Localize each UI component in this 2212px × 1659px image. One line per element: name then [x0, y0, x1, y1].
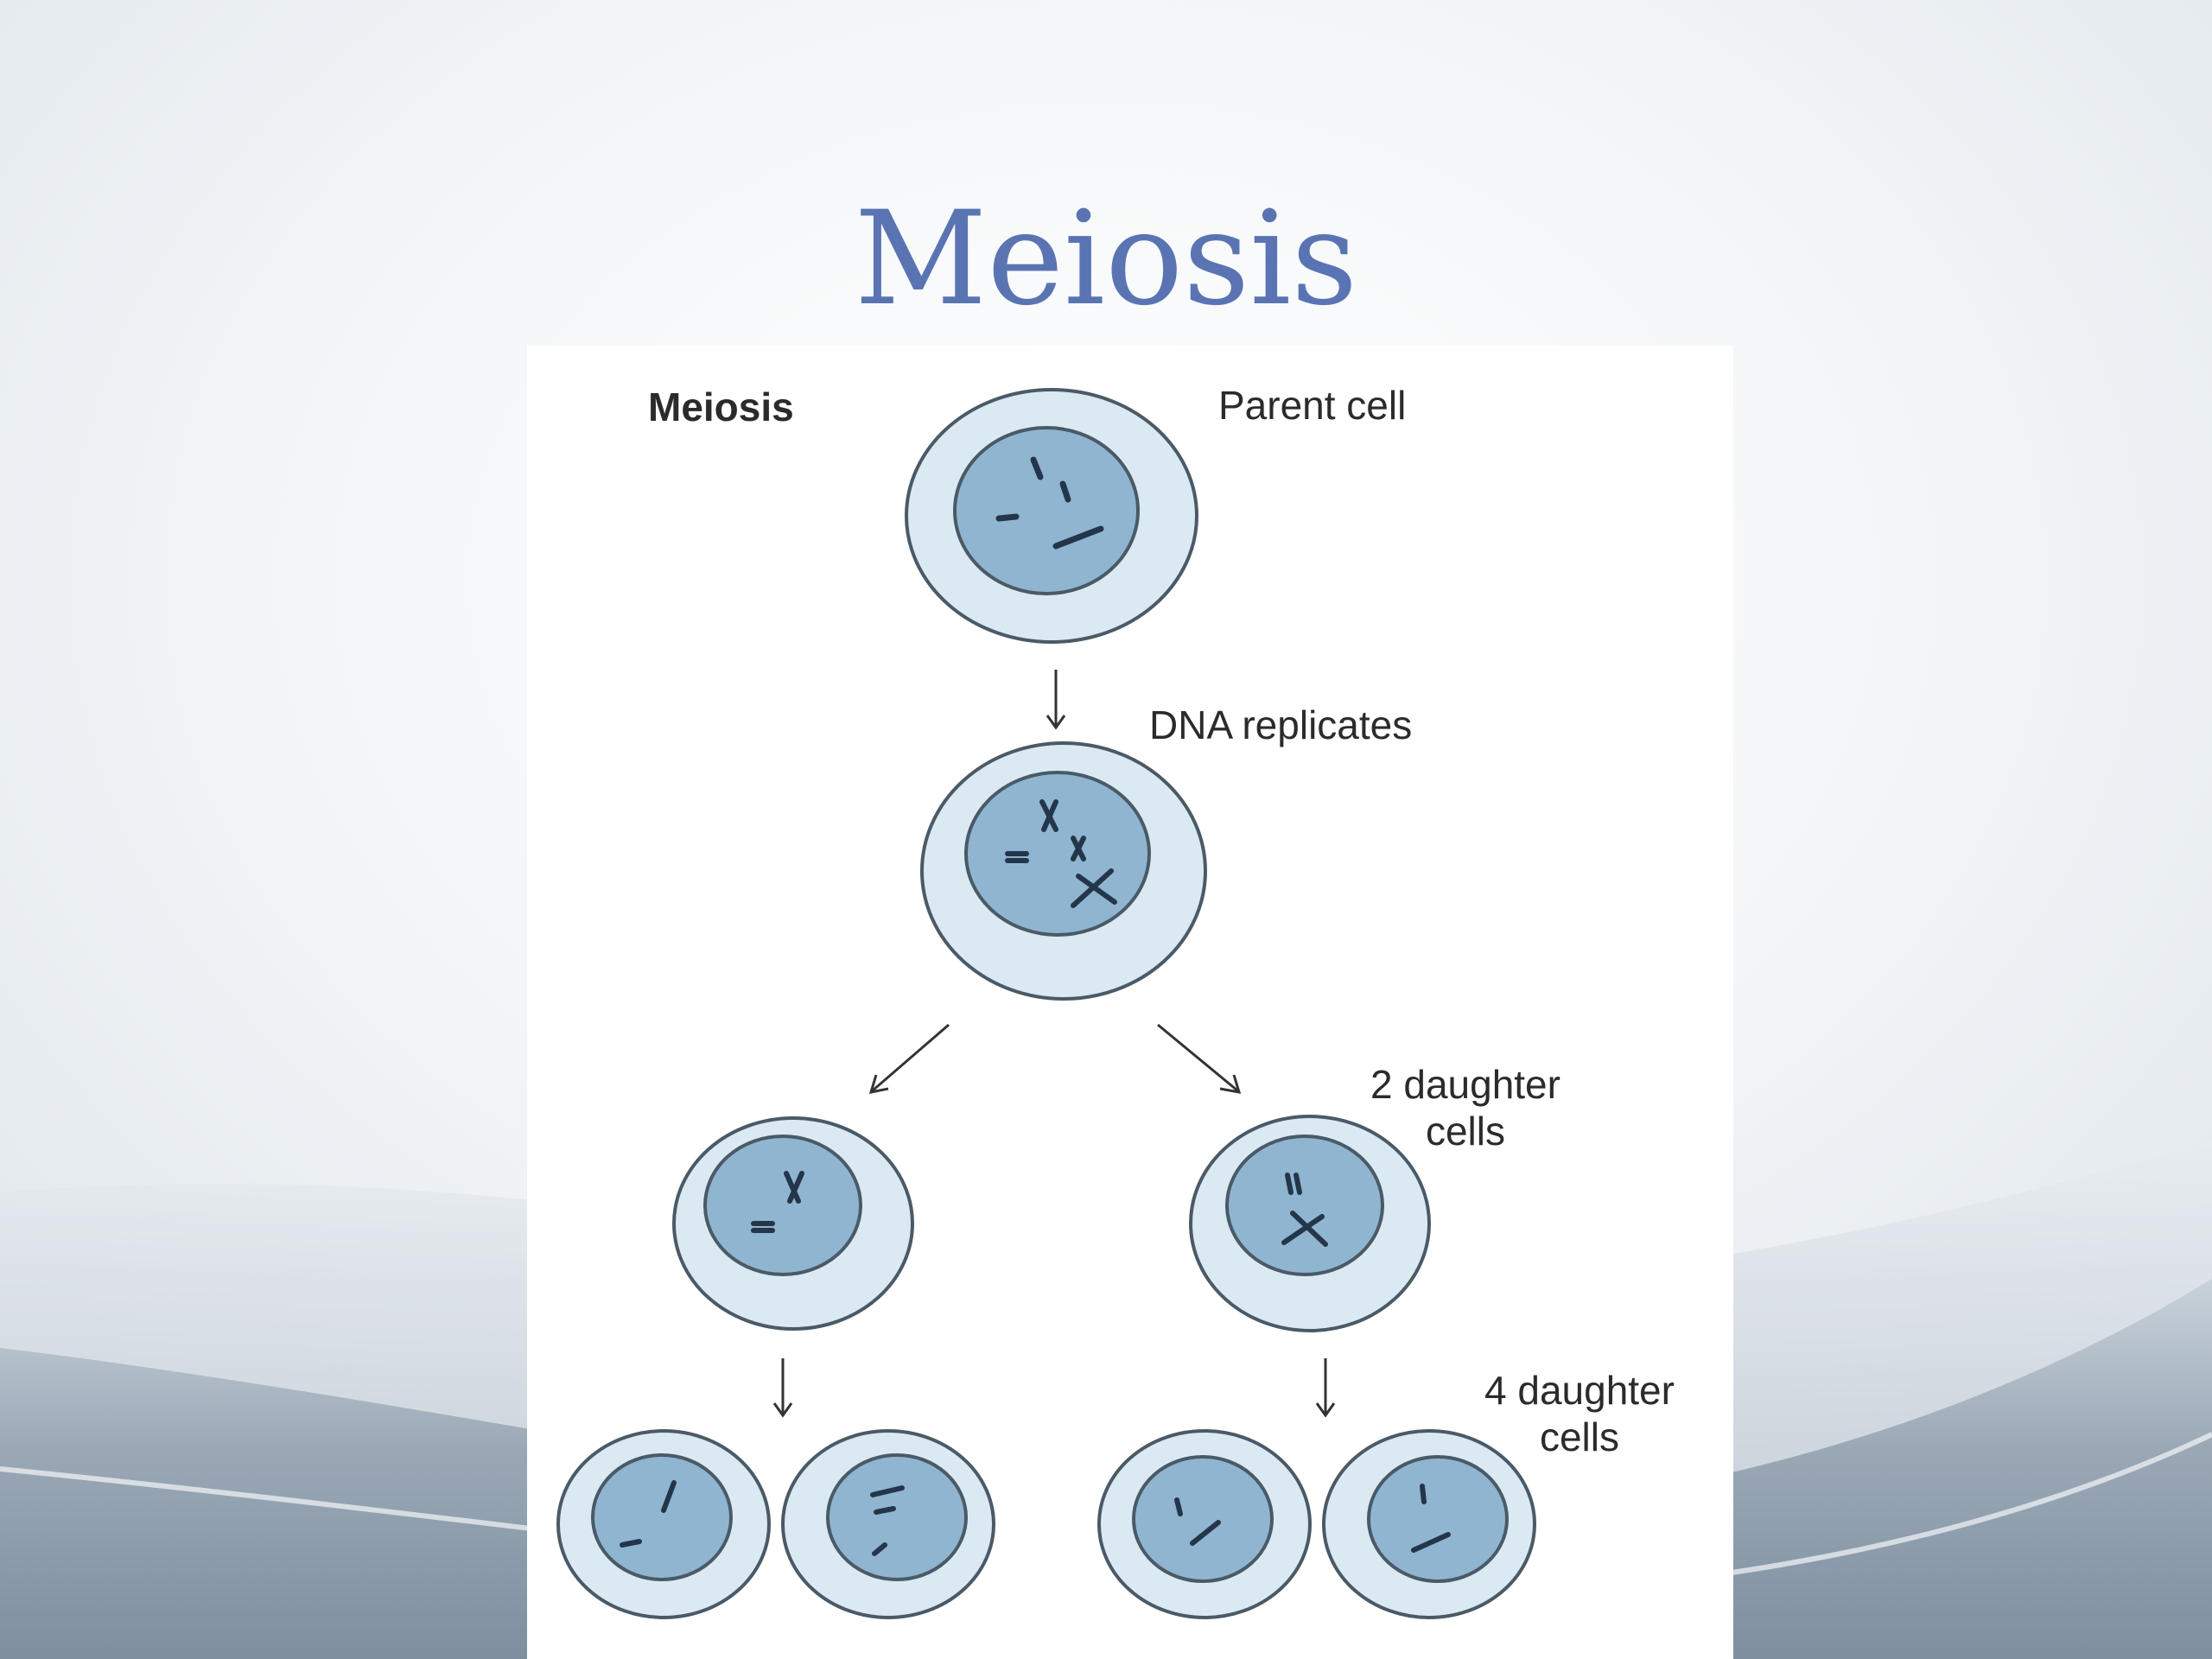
- meiosis-diagram: Meiosis Parent cell DNA replicates 2 dau…: [527, 346, 1733, 1659]
- replicated-cell: [920, 741, 1207, 1001]
- daughter-cell-right: [1189, 1115, 1431, 1332]
- daughter-cell-4: [1322, 1429, 1536, 1619]
- replicated-chromosomes: [1005, 799, 1117, 908]
- arrow-split-left: [868, 1023, 950, 1094]
- arrow-down-left: [772, 1358, 793, 1418]
- label-four-daughter-line1: 4 daughter: [1484, 1368, 1675, 1413]
- slide-title: Meiosis: [854, 184, 1358, 334]
- label-four-daughter-cells: 4 daughter cells: [1484, 1367, 1675, 1460]
- diagram-heading: Meiosis: [648, 385, 794, 429]
- label-two-daughter-line2: cells: [1425, 1109, 1505, 1154]
- parent-cell: [905, 388, 1198, 644]
- daughter-cell-1: [556, 1429, 771, 1619]
- label-two-daughter-line1: 2 daughter: [1370, 1062, 1560, 1107]
- meiosis-diagram-drawing: [556, 388, 1536, 1619]
- label-two-daughter-cells: 2 daughter cells: [1370, 1061, 1560, 1154]
- daughter-cell-3: [1097, 1429, 1312, 1619]
- daughter-cell-2: [781, 1429, 995, 1619]
- label-parent-cell: Parent cell: [1218, 383, 1407, 428]
- parent-chromosomes: [995, 456, 1104, 550]
- arrow-split-right: [1157, 1023, 1242, 1094]
- arrow-down-right: [1315, 1358, 1336, 1418]
- daughter-cell-left: [672, 1116, 914, 1331]
- arrow-down-1: [1046, 670, 1066, 730]
- label-dna-replicates: DNA replicates: [1149, 702, 1413, 747]
- label-four-daughter-line2: cells: [1539, 1414, 1619, 1459]
